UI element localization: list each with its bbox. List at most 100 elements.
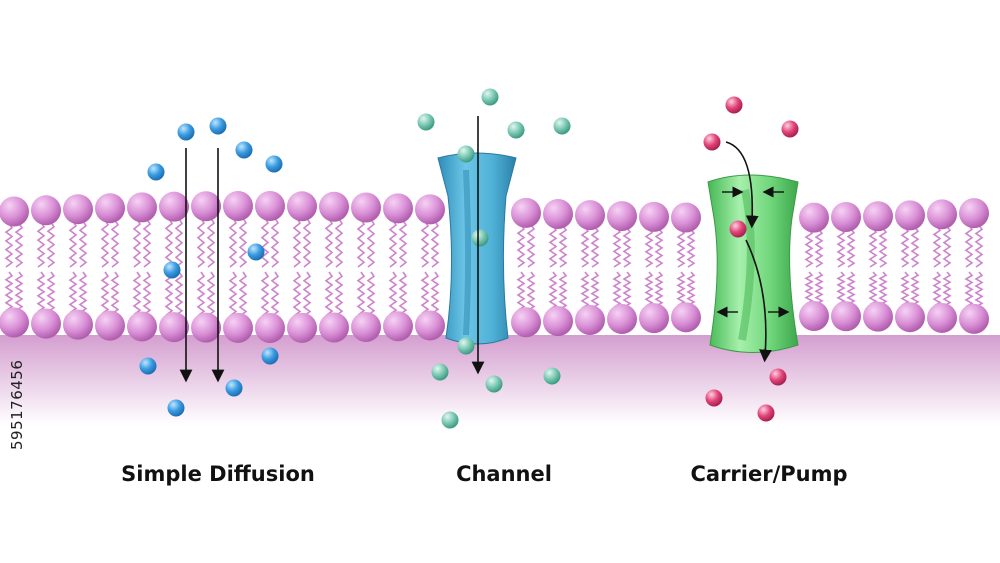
lipid-tail xyxy=(420,220,430,268)
lipid-tail xyxy=(14,271,24,312)
lipid-tail xyxy=(100,219,110,268)
lipid-head xyxy=(895,302,925,333)
lipid-tail xyxy=(686,228,696,268)
lipid-tail xyxy=(142,218,152,268)
lipid-tail xyxy=(68,220,78,268)
lipid-tail xyxy=(612,227,622,268)
lipid-head xyxy=(799,301,829,332)
lipid-head xyxy=(159,312,189,343)
lipid-head xyxy=(127,311,157,342)
lipid-tail xyxy=(654,271,664,307)
lipid-head xyxy=(415,194,445,225)
solute-particle xyxy=(703,133,721,151)
solute-particle xyxy=(261,347,279,365)
lipid-tail xyxy=(900,226,910,268)
lipid-tail xyxy=(878,271,888,306)
lipid-tail xyxy=(942,225,952,268)
solute-particle xyxy=(247,243,265,261)
lipid-head xyxy=(575,200,605,231)
lipid-head xyxy=(639,303,669,334)
lipid-tail xyxy=(878,227,888,268)
lipid-tail xyxy=(836,228,846,268)
solute-particle xyxy=(769,368,787,386)
lipid-tail xyxy=(4,223,14,268)
lipid-tail xyxy=(100,271,110,315)
solute-particle xyxy=(139,357,157,375)
lipid-head xyxy=(319,191,349,222)
lipid-tail xyxy=(910,226,920,268)
lipid-tail xyxy=(868,227,878,268)
lipid-head xyxy=(863,201,893,232)
solute-particle xyxy=(543,367,561,385)
lipid-tail xyxy=(430,271,440,315)
lipid-heads xyxy=(0,191,989,343)
lipid-tail xyxy=(942,271,952,307)
lipid-head xyxy=(959,303,989,334)
lipid-tail xyxy=(932,271,942,307)
lipid-tail xyxy=(398,219,408,268)
lipid-tail xyxy=(174,218,184,268)
lipid-head xyxy=(607,201,637,232)
lipid-head xyxy=(351,192,381,223)
lipid-tail xyxy=(356,271,366,316)
lipid-tail xyxy=(580,271,590,309)
lipid-tail xyxy=(78,220,88,268)
lipid-head xyxy=(927,199,957,230)
lipid-head xyxy=(0,196,29,227)
lipid-tail xyxy=(356,219,366,268)
lipid-tail xyxy=(334,218,344,268)
lipid-head xyxy=(223,312,253,343)
lipid-head xyxy=(255,312,285,343)
lipid-tail xyxy=(260,217,270,268)
lipid-tail xyxy=(612,271,622,308)
lipid-tail xyxy=(324,271,334,317)
lipid-tail xyxy=(238,271,248,317)
lipid-head xyxy=(255,191,285,222)
lipid-tail xyxy=(644,228,654,268)
lipid-tail xyxy=(644,271,654,307)
lipid-tail xyxy=(654,228,664,268)
lipid-tail xyxy=(142,271,152,316)
solute-particle xyxy=(729,220,747,238)
lipid-tail xyxy=(324,218,334,268)
solute-particle xyxy=(757,404,775,422)
lipid-head xyxy=(927,302,957,333)
lipid-tail xyxy=(46,221,56,268)
solute-particle xyxy=(417,113,435,131)
solute-particle xyxy=(553,117,571,135)
solute-particle xyxy=(457,145,475,163)
lipid-head xyxy=(127,192,157,223)
lipid-head xyxy=(0,307,29,338)
lipid-tail xyxy=(132,271,142,316)
label-simple-diffusion: Simple Diffusion xyxy=(121,462,315,486)
lipid-tail xyxy=(676,228,686,268)
lipid-tail xyxy=(46,271,56,313)
lipid-head xyxy=(223,191,253,222)
lipid-tail xyxy=(14,223,24,268)
lipid-head xyxy=(191,191,221,222)
lipid-tails xyxy=(4,217,984,317)
label-carrier-pump: Carrier/Pump xyxy=(690,462,848,486)
lipid-tail xyxy=(430,220,440,268)
lipid-head xyxy=(159,191,189,222)
solute-particle xyxy=(147,163,165,181)
lipid-head xyxy=(799,202,829,233)
solute-particle xyxy=(725,96,743,114)
solute-particle xyxy=(481,88,499,106)
lipid-tail xyxy=(68,271,78,314)
lipid-tail xyxy=(846,271,856,305)
solute-particle xyxy=(705,389,723,407)
lipid-head xyxy=(319,312,349,343)
lipid-tail xyxy=(420,271,430,315)
lipid-head xyxy=(511,197,541,228)
lipid-tail xyxy=(622,227,632,268)
solute-particles xyxy=(139,88,799,429)
solute-particle xyxy=(235,141,253,159)
lipid-head xyxy=(639,201,669,232)
lipid-tail xyxy=(132,218,142,268)
lipid-tail xyxy=(516,271,526,311)
solute-particle xyxy=(781,120,799,138)
carrier-protein xyxy=(707,174,799,353)
lipid-tail xyxy=(900,271,910,306)
